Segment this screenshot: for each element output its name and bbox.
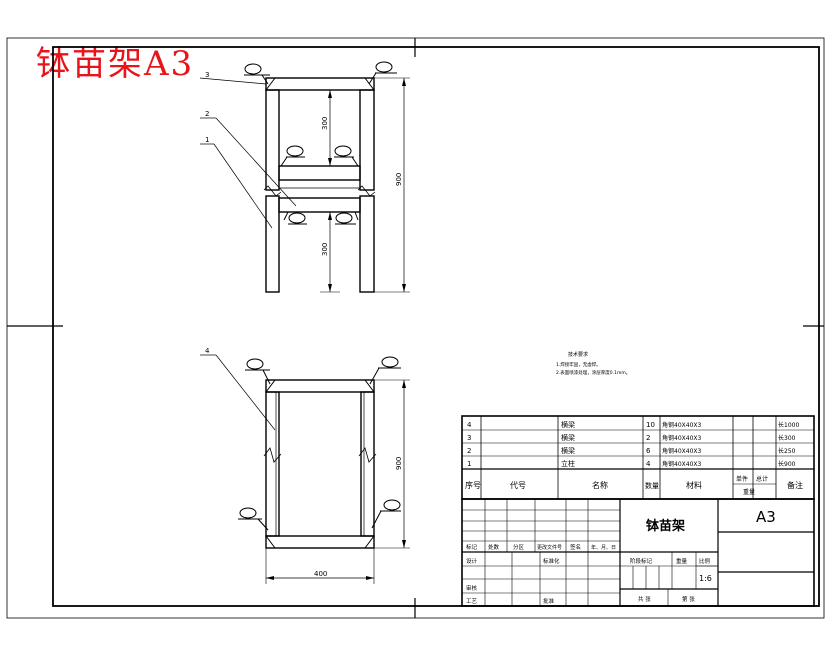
- standardization: 标准化: [543, 557, 560, 565]
- dim-lower-height: 900: [395, 457, 403, 470]
- header-name: 名称: [592, 480, 608, 490]
- row-name: 横梁: [561, 420, 575, 429]
- role-process: 工艺: [466, 598, 478, 605]
- technical-notes: 技术要求 1.焊接牢固，无虚焊。 2.表面喷漆处理，涂层厚度0.1mm。: [556, 351, 630, 376]
- row-name: 横梁: [561, 433, 575, 442]
- row-name: 立柱: [561, 459, 575, 468]
- dim-lower-width: 400: [314, 570, 327, 578]
- row-material: 角钢40X40X3: [662, 434, 701, 442]
- stage-mark: 阶段标记: [630, 557, 653, 565]
- role-design: 设计: [466, 557, 478, 565]
- drawing-title: 钵苗架A3: [36, 44, 195, 84]
- row-material: 角钢40X40X3: [662, 460, 701, 468]
- row-remark: 长300: [778, 434, 796, 442]
- notes-line-2: 2.表面喷漆处理，涂层厚度0.1mm。: [556, 369, 630, 376]
- callout-2: 2: [205, 110, 209, 118]
- header-total: 总计: [756, 475, 768, 483]
- rev-count: 处数: [488, 543, 500, 551]
- header-no: 序号: [465, 480, 481, 490]
- rev-date: 年、月、日: [591, 544, 616, 551]
- row-remark: 长1000: [778, 421, 799, 429]
- header-qty: 数量: [645, 481, 659, 490]
- callout-4: 4: [205, 347, 210, 355]
- notes-heading: 技术要求: [568, 351, 588, 358]
- row-material: 角钢40X40X3: [662, 447, 701, 455]
- dim-upper-height: 900: [395, 173, 403, 186]
- row-name: 横梁: [561, 446, 575, 455]
- sheet-total: 共 张: [638, 595, 651, 603]
- title-block-text: 钵苗架 A3 标记 处数 分区 更改文件号 签名 年、月、日 设计 审核 工艺 …: [466, 508, 776, 605]
- scale-value: 1:6: [699, 574, 712, 583]
- scale-label: 比例: [699, 557, 711, 565]
- rev-zone: 分区: [513, 543, 525, 551]
- rev-sign: 签名: [570, 543, 581, 551]
- row-no: 2: [467, 447, 471, 455]
- header-code: 代号: [510, 480, 526, 490]
- parts-list-cells: 4 横梁 10 角钢40X40X3 长1000 3 横梁 2 角钢40X40X3…: [465, 420, 803, 496]
- header-weight: 重量: [743, 488, 755, 496]
- row-qty: 10: [646, 421, 655, 429]
- row-qty: 2: [646, 434, 650, 442]
- header-unit: 单件: [736, 475, 748, 483]
- lower-callouts: 4 900 400: [205, 347, 403, 578]
- row-qty: 4: [646, 460, 651, 468]
- weight-label: 重量: [676, 557, 688, 565]
- title-block: [461, 498, 815, 607]
- row-material: 角钢40X40X3: [662, 421, 701, 429]
- notes-line-1: 1.焊接牢固，无虚焊。: [556, 361, 601, 368]
- row-qty: 6: [646, 447, 651, 455]
- approve: 批准: [543, 597, 555, 605]
- sheet-no: 第 张: [682, 595, 695, 603]
- row-no: 1: [467, 460, 471, 468]
- row-remark: 长900: [778, 460, 796, 468]
- role-review: 审核: [466, 584, 478, 592]
- row-no: 4: [467, 421, 472, 429]
- lower-view: [200, 354, 410, 584]
- rev-doc: 更改文件号: [537, 544, 562, 551]
- header-material: 材料: [686, 480, 702, 490]
- row-remark: 长250: [778, 447, 796, 455]
- dim-upper-bottom: 300: [321, 243, 329, 256]
- callout-3: 3: [205, 71, 209, 79]
- part-name: 钵苗架: [645, 518, 685, 534]
- sheet-border: [6, 37, 825, 619]
- upper-callouts: 3 2 1 300 300 900: [205, 71, 403, 256]
- dim-upper-top: 300: [321, 117, 329, 130]
- callout-1: 1: [205, 136, 209, 144]
- rev-mark: 标记: [466, 543, 478, 551]
- upper-view: [199, 61, 410, 293]
- header-remark: 备注: [787, 480, 803, 490]
- row-no: 3: [467, 434, 471, 442]
- sheet-size: A3: [756, 508, 776, 526]
